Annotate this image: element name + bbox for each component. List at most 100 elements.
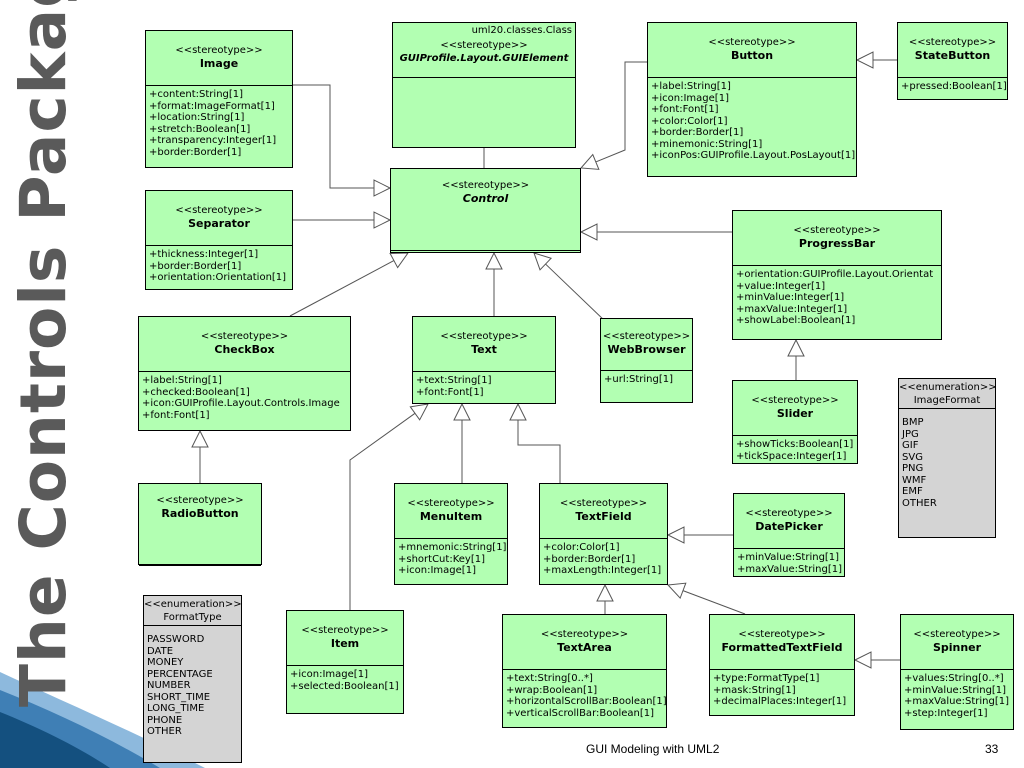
enum-literal: GIF	[902, 440, 919, 451]
attribute-list	[391, 251, 580, 254]
class-separator: <<stereotype>>Separator+thickness:Intege…	[145, 190, 293, 290]
class-name: StateButton	[914, 48, 991, 62]
stereotype-label: <<stereotype>>	[440, 330, 528, 342]
stereotype-label: <<stereotype>>	[751, 394, 839, 406]
generalization-arrowhead	[853, 651, 872, 669]
attribute: +showTicks:Boolean[1]	[736, 439, 854, 450]
attribute-list: +url:String[1]	[601, 371, 692, 386]
stereotype-label: <<enumeration>>	[144, 599, 242, 610]
attribute: +border:Border[1]	[543, 553, 636, 565]
class-name: Item	[330, 636, 360, 650]
enum-literal: PASSWORD	[147, 634, 205, 645]
class-name: Image	[199, 56, 239, 70]
class-header: <<stereotype>>DatePicker	[734, 494, 844, 549]
attribute: +shortCut:Key[1]	[398, 553, 485, 565]
attribute: +orientation:Orientation[1]	[149, 272, 287, 283]
class-name: FormattedTextField	[721, 640, 843, 654]
generalization-arrowhead	[579, 153, 600, 170]
stereotype-label: <<stereotype>>	[793, 224, 881, 236]
class-checkbox: <<stereotype>>CheckBox+label:String[1]+c…	[138, 316, 351, 431]
enum-literal: WMF	[902, 474, 927, 486]
enum-literal: OTHER	[902, 497, 937, 509]
class-progressbar: <<stereotype>>ProgressBar+orientation:GU…	[732, 210, 942, 340]
attribute-list	[393, 78, 575, 81]
enum-literal: LONG_TIME	[147, 703, 205, 714]
attribute-list: +text:String[0..*]+wrap:Boolean[1]+horiz…	[503, 670, 666, 719]
generalization-line	[293, 84, 374, 189]
class-formattedtextfield: <<stereotype>>FormattedTextField+type:Fo…	[709, 614, 855, 716]
stereotype-label: <<stereotype>>	[708, 36, 796, 48]
attribute: +text:String[0..*]	[506, 673, 593, 684]
enum-literal: PERCENTAGE	[147, 668, 213, 680]
attribute: +label:String[1]	[142, 375, 222, 386]
class-header: <<stereotype>>ProgressBar	[733, 211, 941, 266]
attribute: +decimalPlaces:Integer[1]	[713, 696, 847, 707]
generalization-arrowhead	[409, 403, 429, 421]
class-guielement: uml20.classes.Class<<stereotype>>GUIProf…	[392, 22, 576, 148]
class-slider: <<stereotype>>Slider+showTicks:Boolean[1…	[732, 380, 858, 464]
attribute-list: +pressed:Boolean[1]	[898, 78, 1007, 93]
attribute: +wrap:Boolean[1]	[506, 684, 598, 696]
class-name: Text	[471, 342, 497, 356]
generalization-arrowhead	[453, 402, 471, 421]
class-name: GUIProfile.Layout.GUIElement	[399, 53, 569, 64]
attribute: +type:FormatType[1]	[713, 673, 820, 684]
attribute: +checked:Boolean[1]	[142, 386, 250, 398]
class-name: Separator	[188, 216, 250, 230]
class-header: <<stereotype>>StateButton	[898, 23, 1007, 78]
attribute-list: +content:String[1]+format:ImageFormat[1]…	[146, 86, 292, 158]
class-textfield: <<stereotype>>TextField+color:Color[1]+b…	[539, 483, 668, 585]
generalization-arrowhead	[373, 211, 392, 229]
class-radiobutton: <<stereotype>>RadioButton	[138, 483, 262, 566]
attribute: +border:Border[1]	[149, 260, 242, 272]
class-name: Control	[462, 192, 509, 205]
enum-literal: OTHER	[147, 726, 182, 737]
class-name: MenuItem	[419, 509, 483, 523]
attribute-list: +color:Color[1]+border:Border[1]+maxLeng…	[540, 539, 667, 577]
class-header: <<stereotype>>Button	[648, 23, 856, 78]
attribute: +values:String[0..*]	[904, 673, 1004, 684]
attribute: +content:String[1]	[149, 89, 244, 100]
stereotype-label: <<stereotype>>	[175, 44, 263, 56]
attribute-list: +orientation:GUIProfile.Layout.Orientat+…	[733, 266, 941, 327]
generalization-arrowhead	[666, 526, 685, 544]
class-header: <<stereotype>>TextField	[540, 484, 667, 539]
attribute: +mask:String[1]	[713, 684, 796, 696]
attribute-list: +showTicks:Boolean[1]+tickSpace:Integer[…	[733, 436, 857, 462]
class-header: <<stereotype>>Spinner	[901, 615, 1013, 670]
attribute: +format:ImageFormat[1]	[149, 100, 275, 112]
attribute: +transparency:Integer[1]	[149, 135, 277, 146]
class-text: <<stereotype>>Text+text:String[1]+font:F…	[412, 316, 556, 404]
attribute: +label:String[1]	[651, 81, 731, 92]
stereotype-label: <<stereotype>>	[540, 628, 629, 640]
class-header: <<stereotype>>Text	[413, 317, 555, 372]
stereotype-label: <<stereotype>>	[175, 204, 263, 216]
class-header: <<stereotype>>Separator	[146, 191, 292, 246]
class-name: Button	[730, 48, 774, 62]
class-menuitem: <<stereotype>>MenuItem+mnemonic:String[1…	[394, 483, 508, 585]
generalization-line	[349, 412, 416, 610]
attribute: +border:Border[1]	[149, 146, 242, 158]
class-webbrowser: <<stereotype>>WebBrowser+url:String[1]	[600, 318, 693, 403]
attribute-list: +mnemonic:String[1]+shortCut:Key[1]+icon…	[395, 539, 507, 577]
class-spinner: <<stereotype>>Spinner +values:String[0..*…	[900, 614, 1014, 730]
class-name: TextField	[575, 509, 632, 523]
attribute: +verticalScrollBar:Boolean[1]	[506, 707, 655, 719]
attribute-list: +text:String[1]+font:Font[1]	[413, 372, 555, 398]
generalization-arrowhead	[389, 252, 409, 269]
class-header: <<stereotype>>Item	[287, 611, 403, 666]
slide-footer: GUI Modeling with UML2	[586, 742, 720, 756]
class-name: RadioButton	[161, 507, 239, 520]
class-name: CheckBox	[214, 342, 275, 356]
attribute: +icon:Image[1]	[651, 92, 729, 104]
generalization-arrowhead	[509, 402, 527, 421]
attribute: +icon:Image[1]	[398, 565, 476, 576]
stereotype-label: <<stereotype>>	[908, 36, 997, 48]
class-header: <<stereotype>>MenuItem	[395, 484, 507, 539]
attribute-list	[139, 566, 261, 569]
attribute: +icon:GUIProfile.Layout.Controls.Image	[142, 398, 340, 409]
stereotype-label: <<stereotype>>	[156, 495, 244, 506]
generalization-line	[289, 260, 395, 317]
